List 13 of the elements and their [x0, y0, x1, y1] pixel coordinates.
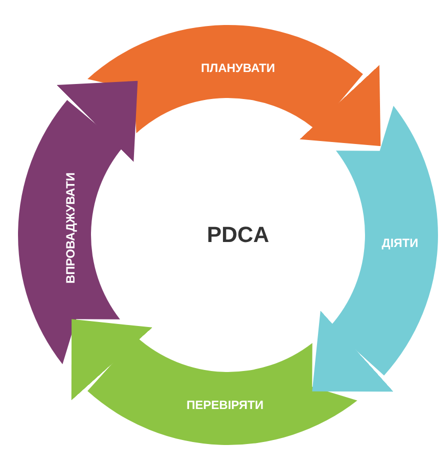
arc-segment	[18, 100, 124, 364]
stage-label: ПЕРЕВІРЯТИ	[186, 398, 264, 412]
stage-label: ДІЯТИ	[382, 236, 418, 250]
arrow	[312, 310, 394, 392]
center-title: PDCA	[206, 222, 270, 248]
stage-label: ПЛАНУВАТИ	[201, 61, 275, 75]
stage-label: ВПРОВАДЖУВАТИ	[63, 172, 77, 284]
arc-segment	[330, 106, 438, 376]
arrow	[71, 319, 152, 400]
arrow	[300, 64, 381, 146]
arrow	[56, 80, 138, 162]
arc-segment	[87, 25, 363, 134]
arc-segment	[87, 336, 358, 445]
